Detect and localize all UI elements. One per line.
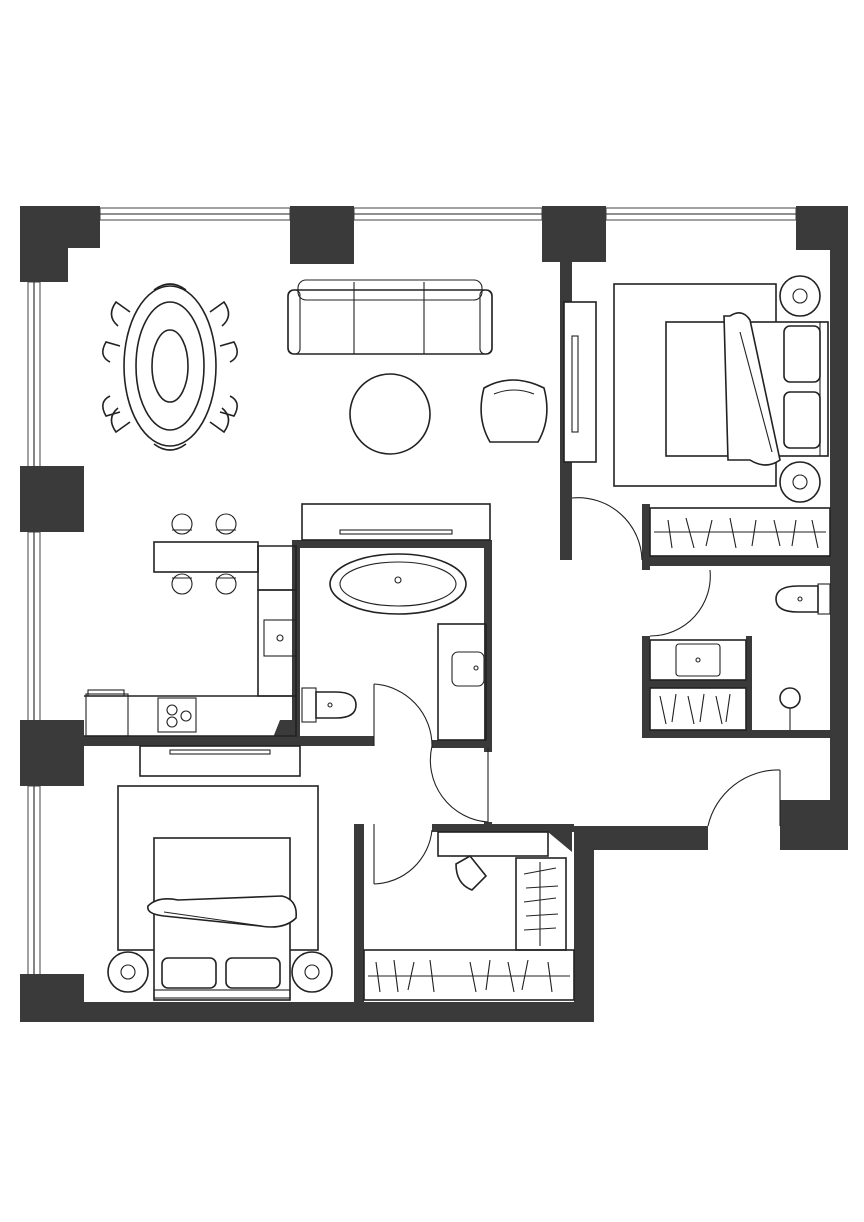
desk [437,831,549,891]
tv-console [563,301,597,463]
nightstand-2 [107,951,333,993]
bedroom2-tv-console [139,745,301,777]
dining-table [102,283,238,451]
master-closet [649,507,831,557]
bar-counter [153,513,259,595]
walk-in-wardrobe [363,857,575,1001]
double-bed-2 [147,837,298,1001]
nightstand [779,275,821,503]
cooktop [157,697,197,733]
kitchen-counter [84,545,297,737]
ensuite-toilet [775,583,831,615]
bathtub [329,553,467,615]
bathroom-tv-console [301,503,491,541]
armchair [480,379,548,443]
oven [85,689,129,737]
double-bed [665,312,829,466]
ensuite-closet [649,687,747,731]
vanity-sink [437,623,487,741]
door-swings [373,497,781,885]
shower [779,687,801,730]
coffee-table [349,373,431,455]
ensuite-sink [649,639,747,681]
toilet [301,687,357,723]
sofa [287,279,493,355]
